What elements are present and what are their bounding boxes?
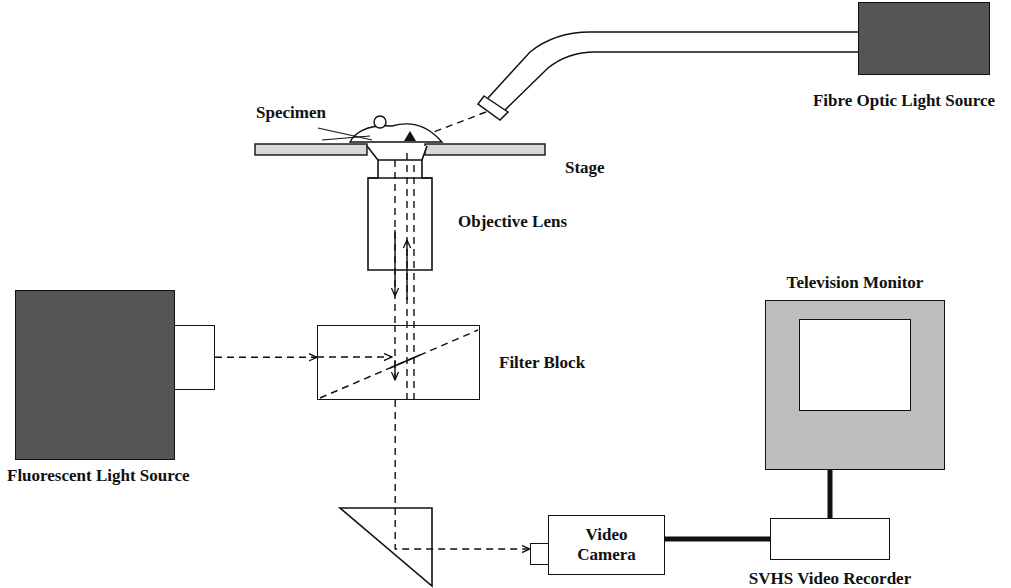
equipment-box: Filter Block [317,325,480,400]
specimen-mark [404,131,416,141]
equipment-box: SVHS Video Recorder [770,518,890,560]
stage-plate [425,144,545,155]
monitor-screen [799,319,911,411]
camera-lens [530,543,549,565]
video-cable [665,537,770,542]
dichroic-mirror [320,330,478,398]
specimen-pin [322,136,370,140]
objective-lens [368,177,432,179]
specimen-shape [350,124,442,142]
light-path [215,357,317,358]
light-ray [406,240,407,300]
camera-body: Video Camera [548,515,665,575]
equipment-box: Video Camera [530,515,665,575]
light-ray [394,230,395,296]
light-ray [394,360,395,380]
part-label: Specimen [256,103,326,123]
dichroic-mirror [390,355,420,368]
stage-plate [255,144,367,155]
equipment-box: Fluorescent Light Source [15,290,215,460]
objective-lens [378,159,422,161]
light-ray [394,160,395,325]
lamp-nozzle [174,325,215,390]
specimen-pin [318,128,372,140]
video-cable [828,470,833,518]
specimen-head [374,116,386,128]
objective-lens [367,146,432,270]
node-label: SVHS Video Recorder [749,569,911,588]
light-ray [413,160,414,400]
node-label: Fluorescent Light Source [7,466,190,486]
node-label: Video Camera [571,525,643,564]
light-ray [406,150,407,400]
part-label: Stage [565,158,605,178]
node-label: Filter Block [499,353,585,373]
node-label: Television Monitor [787,273,924,293]
light-ray [394,325,395,380]
prism [340,508,432,586]
lamp-housing [15,290,175,460]
equipment-box: Television Monitor [765,300,945,470]
fibre-cable-tip [478,96,508,120]
fibre-cable [488,32,858,98]
fibre-cable [505,52,858,110]
part-label: Objective Lens [458,212,567,232]
light-path [395,400,530,549]
node-label: Fibre Optic Light Source [813,91,995,111]
equipment-box: Fibre Optic Light Source [858,2,990,75]
light-ray [317,356,392,357]
